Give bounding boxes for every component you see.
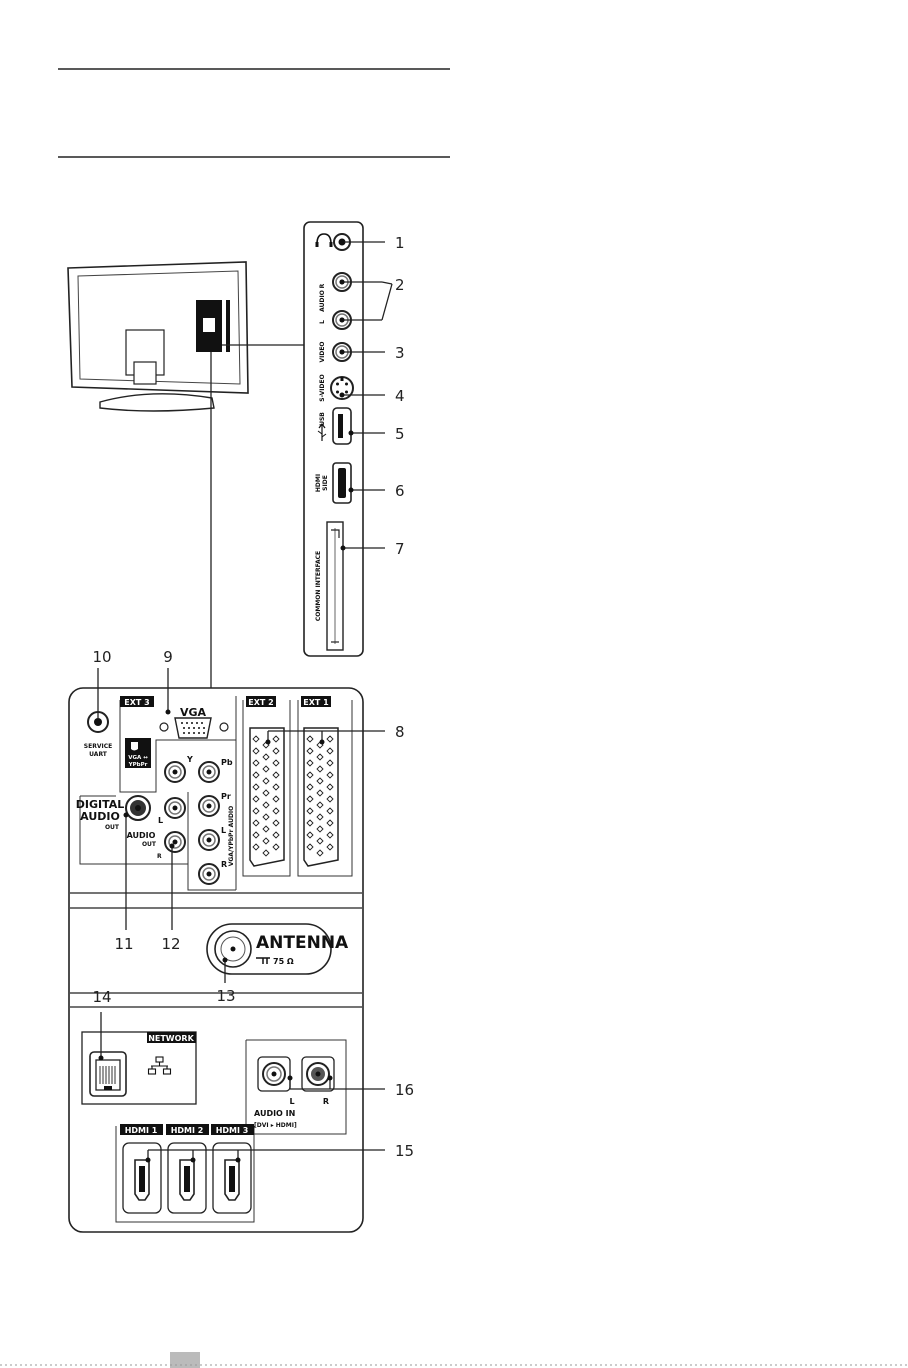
callout-1: 1	[395, 234, 405, 252]
callout-13: 13	[216, 987, 235, 1005]
service-uart-label-2: UART	[89, 751, 108, 758]
hdmi1-label: HDMI 1	[125, 1126, 158, 1135]
callout-5: 5	[395, 425, 405, 443]
audio-in-label-2: [DVI ▸ HDMI]	[254, 1122, 297, 1129]
audio-in-label-1: AUDIO IN	[254, 1109, 295, 1118]
audio-in-l-jack[interactable]	[258, 1057, 290, 1091]
callout-7: 7	[395, 540, 405, 558]
side-hdmi-label-1: HDMI	[315, 474, 322, 492]
service-uart-label-1: SERVICE	[84, 743, 112, 750]
pr-jack[interactable]	[199, 796, 219, 816]
digital-audio-label-2: AUDIO	[80, 810, 120, 823]
audio-in-l-label: L	[289, 1097, 294, 1106]
vga-label: VGA	[180, 706, 207, 719]
vga-audio-l-label: L	[221, 826, 226, 835]
vga-audio-r-label: R	[221, 860, 227, 869]
audio-in-r-label: R	[323, 1097, 329, 1106]
antenna-ohm-label: 75 Ω	[273, 957, 294, 966]
pb-label: Pb	[221, 758, 233, 767]
side-hdmi-label-2: SIDE	[322, 475, 329, 491]
callout-16: 16	[395, 1081, 414, 1099]
audio-out-label-1: AUDIO	[127, 831, 156, 840]
audio-in-r-jack[interactable]	[302, 1057, 334, 1091]
audio-out-r-jack[interactable]	[165, 832, 185, 852]
side-video-label: VIDEO	[319, 341, 326, 362]
vga-audio-r-jack[interactable]	[199, 864, 219, 884]
ext2-scart-port[interactable]	[250, 728, 284, 866]
digital-audio-label-3: OUT	[105, 824, 120, 831]
y-label: Y	[186, 755, 193, 764]
ext1-scart-port[interactable]	[304, 728, 338, 866]
hdmi1-port[interactable]	[123, 1143, 161, 1213]
callout-2: 2	[395, 276, 405, 294]
hdmi2-label: HDMI 2	[171, 1126, 204, 1135]
side-audio-l-label: L	[319, 320, 326, 324]
callout-4: 4	[395, 387, 405, 405]
page-number-tab	[170, 1352, 200, 1368]
vga-ypbpr-badge-2: YPbPr	[128, 762, 148, 768]
hdmi2-port[interactable]	[168, 1143, 206, 1213]
hdmi-side-port[interactable]	[333, 463, 351, 503]
pr-label: Pr	[221, 792, 231, 801]
side-audio-r-label: R	[319, 283, 326, 288]
vga-audio-l-jack[interactable]	[199, 830, 219, 850]
pb-jack[interactable]	[199, 762, 219, 782]
network-port[interactable]	[90, 1052, 126, 1096]
side-connector-panel: R AUDIO L VIDEO S-VIDEO USB	[304, 222, 363, 656]
callout-6: 6	[395, 482, 405, 500]
callout-12: 12	[161, 935, 180, 953]
audio-out-l-jack[interactable]	[165, 798, 185, 818]
common-interface-slot[interactable]	[327, 522, 343, 650]
callout-15: 15	[395, 1142, 414, 1160]
hdmi3-label: HDMI 3	[216, 1126, 249, 1135]
side-audio-label: AUDIO	[319, 290, 326, 312]
callout-10: 10	[92, 648, 111, 666]
callout-9: 9	[163, 648, 173, 666]
callout-3: 3	[395, 344, 405, 362]
usb-port[interactable]	[333, 408, 351, 444]
callout-8: 8	[395, 723, 405, 741]
audio-out-l-label: L	[158, 816, 163, 825]
y-jack[interactable]	[165, 762, 185, 782]
antenna-label: ANTENNA	[256, 933, 349, 953]
ext3-label: EXT 3	[124, 698, 149, 707]
callout-11: 11	[114, 935, 133, 953]
ext1-label: EXT 1	[303, 698, 329, 707]
ext2-label: EXT 2	[248, 698, 273, 707]
vga-ypbpr-badge-1: VGA ↔	[128, 755, 148, 761]
audio-out-r-label: R	[157, 853, 162, 860]
callout-14: 14	[92, 988, 111, 1006]
vga-ypbpr-audio-label: VGA/YPbPr AUDIO	[228, 806, 235, 867]
side-svideo-label: S-VIDEO	[319, 374, 326, 401]
tv-back-illustration	[68, 262, 248, 411]
network-label: NETWORK	[148, 1034, 194, 1043]
side-ci-label: COMMON INTERFACE	[315, 551, 322, 621]
digital-audio-out-jack[interactable]	[126, 796, 150, 820]
audio-out-label-2: OUT	[142, 841, 157, 848]
hdmi3-port[interactable]	[213, 1143, 251, 1213]
